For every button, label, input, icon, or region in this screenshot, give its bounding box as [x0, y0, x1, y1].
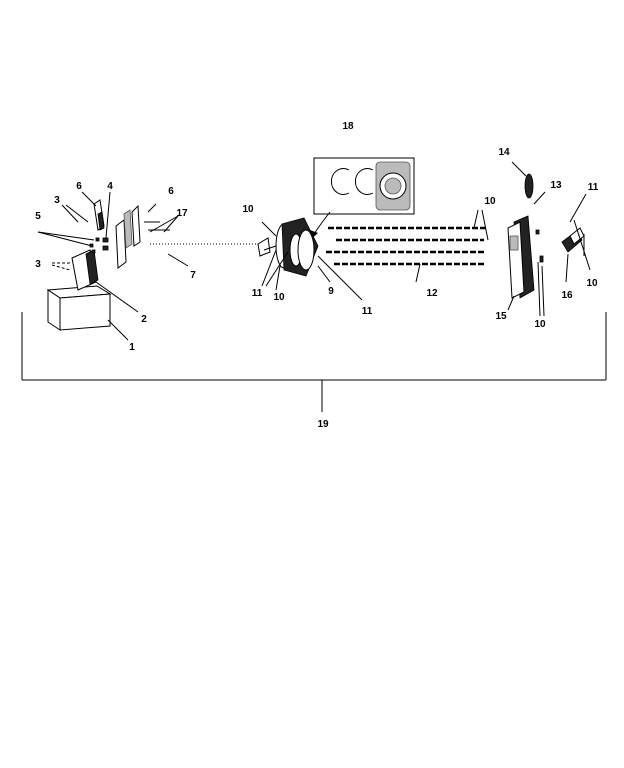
- label-2: 2: [141, 314, 147, 325]
- label-10-rods: 10: [484, 196, 496, 207]
- part-16-bracket: [561, 193, 591, 283]
- part-18-inset: [310, 157, 415, 240]
- label-11-right: 11: [588, 182, 599, 193]
- label-11-left: 11: [252, 288, 263, 299]
- label-10-bracket: 10: [586, 278, 598, 289]
- part-12-rods: [326, 209, 489, 283]
- label-12: 12: [426, 288, 438, 299]
- label-13: 13: [550, 180, 562, 191]
- label-10-motor-bottom: 10: [273, 292, 285, 303]
- label-11-center: 11: [362, 306, 373, 317]
- label-9: 9: [328, 286, 334, 297]
- label-6-right: 6: [168, 186, 174, 197]
- label-16: 16: [561, 290, 573, 301]
- label-10-plate: 10: [534, 319, 546, 330]
- ring-right: [354, 168, 374, 195]
- label-5: 5: [35, 211, 41, 222]
- part-1-box: [46, 285, 129, 341]
- part-9-motor: [257, 217, 363, 301]
- label-6-left: 6: [76, 181, 82, 192]
- ring-left: [330, 168, 350, 195]
- label-17: 17: [176, 208, 188, 219]
- label-4: 4: [107, 181, 113, 192]
- part-4-and-bracket: [102, 191, 260, 269]
- part-19-bracket-line: [21, 312, 607, 412]
- part-13-14: [511, 161, 546, 205]
- label-1: 1: [129, 342, 135, 353]
- part-2-gasket: [71, 249, 139, 313]
- label-3-bottom: 3: [35, 259, 41, 270]
- part-3-5-6-fittings: [37, 191, 105, 271]
- label-14: 14: [498, 147, 510, 158]
- label-10-motor-top: 10: [242, 204, 254, 215]
- label-15: 15: [495, 311, 507, 322]
- label-19: 19: [317, 419, 329, 430]
- label-18: 18: [342, 121, 354, 132]
- label-7: 7: [190, 270, 196, 281]
- label-3-top: 3: [54, 195, 60, 206]
- part-15-end-plate: [507, 215, 545, 317]
